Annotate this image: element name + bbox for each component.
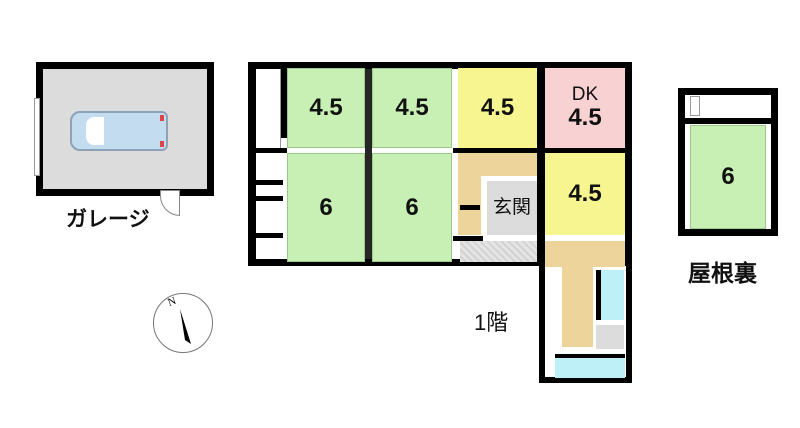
garage-window [34, 98, 40, 176]
attic-outline [678, 88, 778, 236]
floor1-label: 1階 [474, 310, 509, 335]
room-washitsu-s: 6 [372, 153, 452, 262]
toilet [596, 325, 624, 349]
compass-needle-icon [180, 309, 191, 344]
room-yoshitsu-e: 4.5 [545, 153, 625, 235]
room-washitsu-nw: 4.5 [287, 68, 365, 148]
compass: N [153, 293, 213, 353]
house-outline [248, 62, 632, 266]
entrance-tile [460, 241, 537, 262]
attic-stairs [690, 96, 700, 116]
attic-label: 屋根裏 [688, 260, 757, 286]
washroom [555, 354, 625, 378]
attic-room: 6 [690, 125, 766, 229]
room-washitsu-n: 4.5 [372, 68, 452, 148]
wing-outline [539, 235, 632, 383]
entrance: 玄関 [487, 181, 537, 235]
car-icon [70, 111, 168, 151]
room-yoshitsu-n: 4.5 [458, 68, 537, 148]
bathroom [596, 270, 624, 320]
corridor [545, 241, 625, 267]
corridor-vertical [562, 267, 593, 347]
room-washitsu-sw: 6 [287, 153, 365, 262]
garage-label: ガレージ [66, 208, 150, 231]
garage-door [160, 190, 180, 216]
